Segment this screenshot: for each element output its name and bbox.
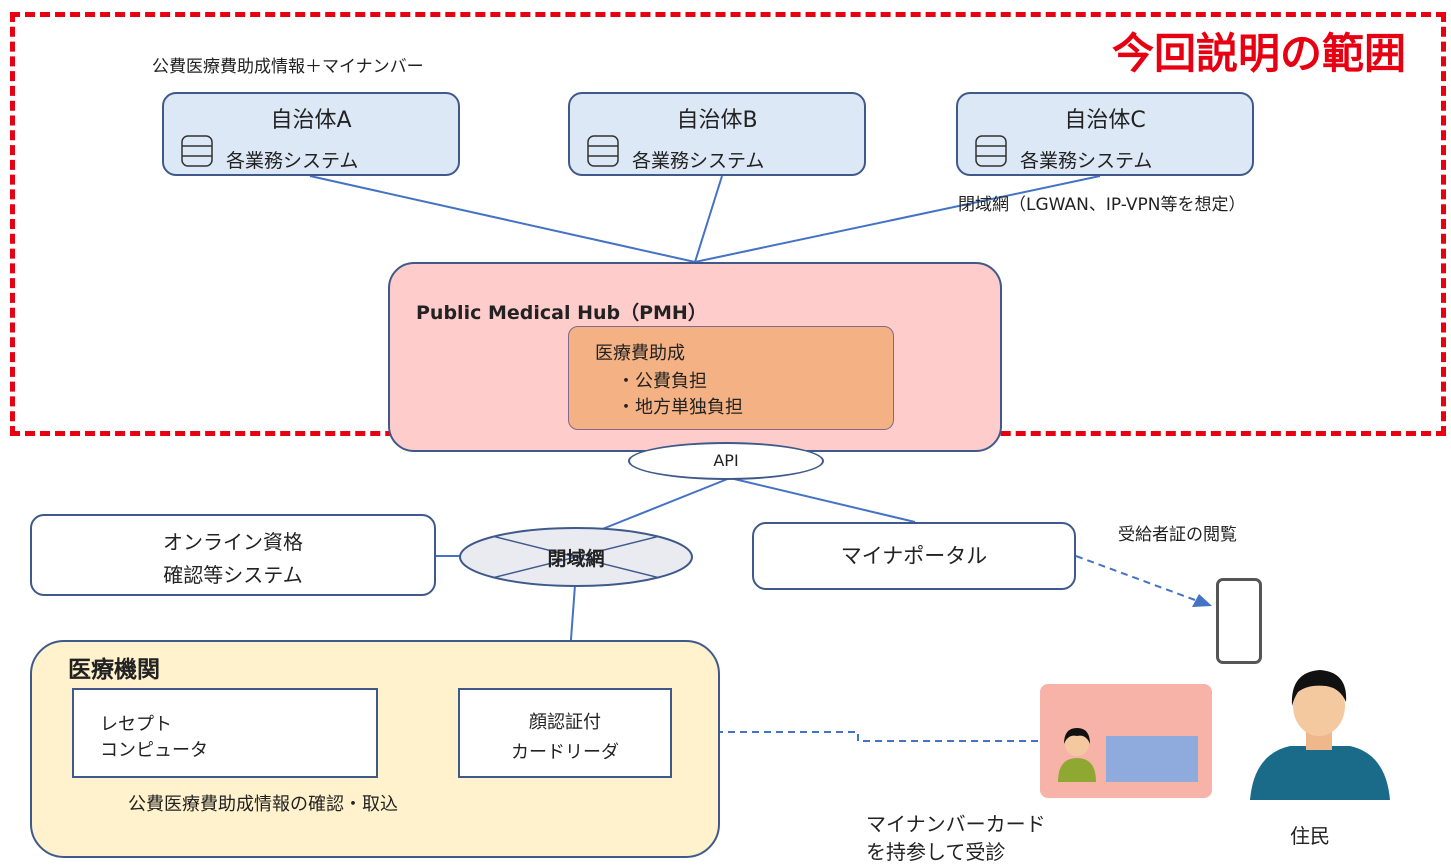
database-icon bbox=[181, 135, 213, 167]
mynumber-card-caption-2: を持参して受診 bbox=[866, 840, 1006, 864]
mynaportal-label: マイナポータル bbox=[840, 544, 988, 568]
receipt-computer-line1: レセプト bbox=[100, 714, 172, 735]
database-icon bbox=[975, 135, 1007, 167]
municipality-c-name: 自治体C bbox=[1064, 108, 1146, 133]
municipality-a-name: 自治体A bbox=[270, 108, 352, 133]
mynumber-card-icon bbox=[1040, 684, 1212, 798]
resident-label: 住民 bbox=[1290, 824, 1330, 848]
face-auth-card-reader: 顔認証付 カードリーダ bbox=[458, 688, 672, 778]
pmh-box: Public Medical Hub（PMH） 医療費助成 ・公費負担 ・地方単… bbox=[388, 262, 1002, 452]
municipality-c: 自治体C 各業務システム bbox=[956, 92, 1254, 176]
card-reader-line2: カードリーダ bbox=[511, 742, 619, 763]
scope-label: 今回説明の範囲 bbox=[1112, 20, 1407, 81]
closed-network-label: 閉域網 bbox=[547, 548, 605, 570]
medical-subsidy-box: 医療費助成 ・公費負担 ・地方単独負担 bbox=[568, 326, 894, 430]
closed-network-note: 閉域網（LGWAN、IP-VPN等を想定） bbox=[958, 195, 1246, 215]
medical-subsidy-title: 医療費助成 bbox=[595, 343, 685, 364]
mynaportal-box: マイナポータル bbox=[752, 522, 1076, 590]
public-burden-item: ・公費負担 bbox=[617, 371, 707, 392]
online-system-line1: オンライン資格 bbox=[163, 530, 303, 554]
receipt-computer-line2: コンピュータ bbox=[100, 740, 208, 761]
municipality-b: 自治体B 各業務システム bbox=[568, 92, 866, 176]
resident-icon bbox=[1250, 670, 1390, 800]
certificate-view-label: 受給者証の閲覧 bbox=[1118, 525, 1237, 545]
municipality-b-system: 各業務システム bbox=[632, 150, 765, 172]
api-ellipse: API bbox=[628, 442, 824, 480]
municipality-c-system: 各業務システム bbox=[1020, 150, 1153, 172]
municipality-a-system: 各業務システム bbox=[226, 150, 359, 172]
medical-institution-title: 医療機関 bbox=[68, 657, 160, 683]
municipality-b-name: 自治体B bbox=[676, 108, 758, 133]
online-qualification-system: オンライン資格 確認等システム bbox=[30, 514, 436, 596]
local-burden-item: ・地方単独負担 bbox=[617, 397, 743, 418]
top-caption: 公費医療費助成情報＋マイナンバー bbox=[152, 57, 424, 77]
receipt-computer: レセプト コンピュータ bbox=[72, 688, 378, 778]
api-label: API bbox=[713, 451, 739, 470]
confirm-caption: 公費医療費助成情報の確認・取込 bbox=[128, 794, 398, 815]
closed-network-ellipse bbox=[459, 527, 693, 587]
card-person-icon bbox=[1058, 728, 1096, 782]
database-icon bbox=[587, 135, 619, 167]
card-reader-line1: 顔認証付 bbox=[529, 712, 601, 733]
mynumber-card-caption-1: マイナンバーカード bbox=[866, 812, 1046, 836]
card-info-panel bbox=[1106, 736, 1198, 782]
municipality-a: 自治体A 各業務システム bbox=[162, 92, 460, 176]
pmh-title: Public Medical Hub（PMH） bbox=[416, 302, 707, 324]
smartphone-icon bbox=[1216, 578, 1262, 664]
online-system-line2: 確認等システム bbox=[163, 563, 303, 587]
